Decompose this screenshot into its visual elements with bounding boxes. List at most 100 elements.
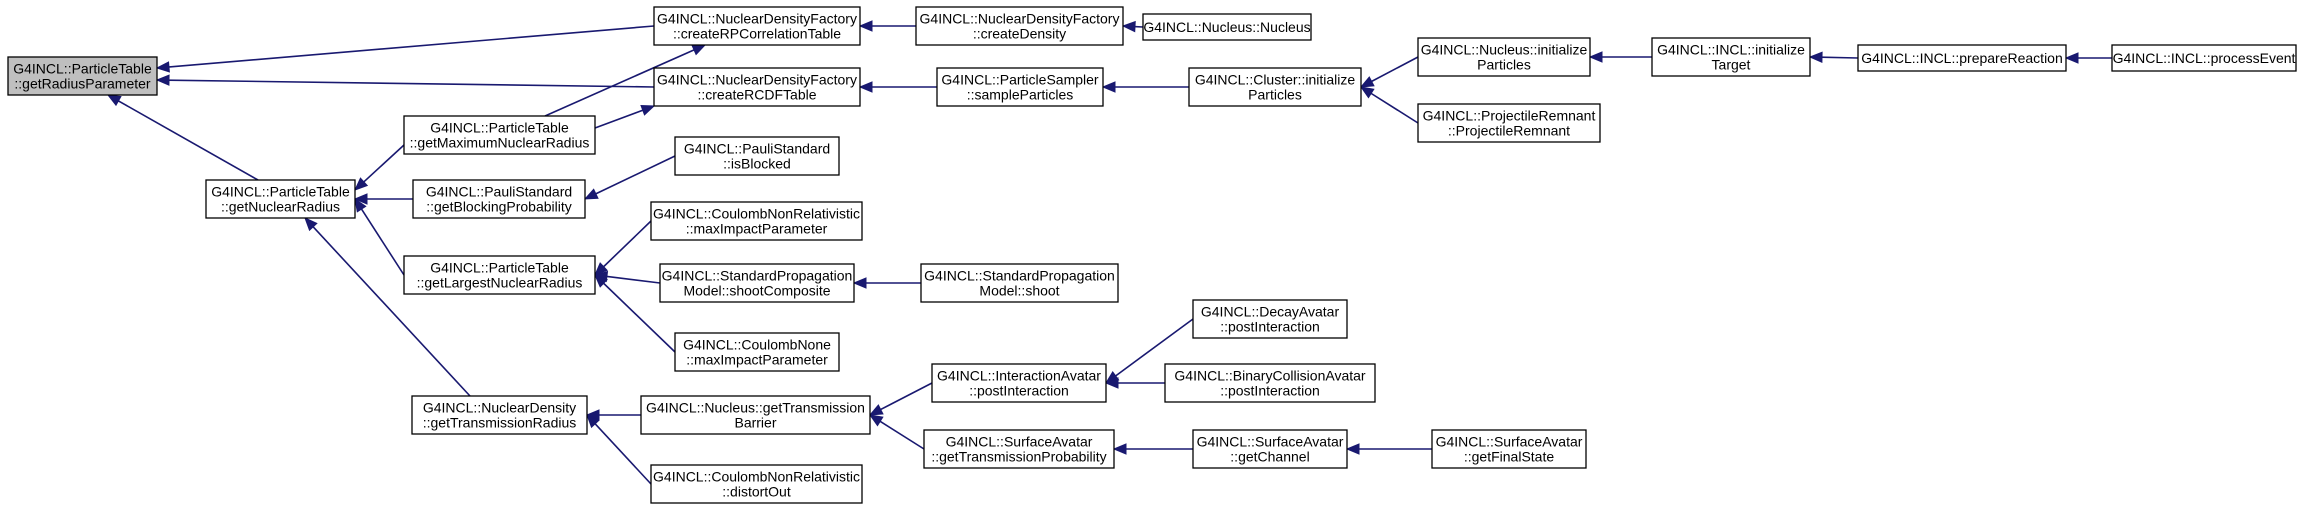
- node-label: ::sampleParticles: [967, 87, 1074, 103]
- node-box: [2111, 44, 2297, 72]
- node-label: G4INCL::Nucleus::Nucleus: [1143, 19, 1310, 35]
- node-label: G4INCL::BinaryCollisionAvatar: [1174, 368, 1365, 384]
- node-label: ::maxImpactParameter: [686, 221, 828, 237]
- arrowhead-icon: [583, 188, 599, 200]
- node-getBlockingProbability[interactable]: G4INCL::PauliStandard::getBlockingProbab…: [412, 179, 586, 219]
- node-getTransmissionProbability[interactable]: G4INCL::SurfaceAvatar::getTransmissionPr…: [923, 429, 1115, 469]
- node-getNuclearRadius[interactable]: G4INCL::ParticleTable::getNuclearRadius: [205, 179, 356, 219]
- edge-getLargestNuclearRadius-to-getNuclearRadius: [354, 197, 405, 276]
- arrowhead-icon: [586, 414, 600, 429]
- node-distortOut[interactable]: G4INCL::CoulombNonRelativistic::distortO…: [650, 464, 863, 504]
- node-box: [1417, 103, 1601, 143]
- node-projectileRemnant[interactable]: G4INCL::ProjectileRemnant::ProjectileRem…: [1417, 103, 1601, 143]
- edge-line: [1114, 318, 1194, 378]
- node-createDensity[interactable]: G4INCL::NuclearDensityFactory::createDen…: [915, 6, 1124, 46]
- node-box: [1857, 44, 2067, 72]
- node-label: ::maxImpactParameter: [686, 352, 828, 368]
- edge-line: [878, 420, 925, 450]
- node-createRCDFTable[interactable]: G4INCL::NuclearDensityFactory::createRCD…: [653, 67, 861, 107]
- node-box: [411, 395, 588, 435]
- node-label: G4INCL::ProjectileRemnant: [1423, 108, 1596, 124]
- node-label: G4INCL::Nucleus::getTransmission: [646, 400, 865, 416]
- node-box: [1188, 67, 1362, 107]
- arrowhead-icon: [858, 81, 873, 93]
- node-bcaPostInteraction[interactable]: G4INCL::BinaryCollisionAvatar::postInter…: [1164, 363, 1376, 403]
- node-label: G4INCL::ParticleTable: [211, 184, 350, 200]
- arrowhead-icon: [868, 414, 884, 427]
- node-isBlocked[interactable]: G4INCL::PauliStandard::isBlocked: [674, 136, 840, 176]
- node-label: ::ProjectileRemnant: [1448, 123, 1570, 139]
- node-root[interactable]: G4INCL::ParticleTable::getRadiusParamete…: [7, 56, 158, 96]
- node-box: [205, 179, 356, 219]
- node-getMaximumNuclearRadius[interactable]: G4INCL::ParticleTable::getMaximumNuclear…: [403, 115, 596, 155]
- node-label: G4INCL::ParticleSampler: [941, 72, 1099, 88]
- node-getChannel[interactable]: G4INCL::SurfaceAvatar::getChannel: [1192, 429, 1348, 469]
- arrowhead-icon: [106, 94, 122, 107]
- edge-getTransmissionProbability-to-getTransmissionBarrier: [868, 414, 925, 450]
- edge-cnrMaxImpact-to-getLargestNuclearRadius: [594, 220, 652, 276]
- node-label: ::getFinalState: [1464, 449, 1554, 465]
- node-label: G4INCL::CoulombNone: [683, 337, 831, 353]
- edge-line: [167, 25, 655, 68]
- arrowhead-icon: [594, 274, 608, 288]
- node-sampleParticles[interactable]: G4INCL::ParticleSampler::sampleParticles: [936, 67, 1104, 107]
- node-cnMaxImpact[interactable]: G4INCL::CoulombNone::maxImpactParameter: [674, 332, 840, 372]
- node-box: [1431, 429, 1587, 469]
- edge-shoot-to-shootComposite: [852, 277, 921, 289]
- node-label: G4INCL::SurfaceAvatar: [1436, 434, 1583, 450]
- edge-getFinalState-to-getChannel: [1345, 443, 1432, 455]
- arrowhead-icon: [640, 104, 656, 116]
- node-box: [412, 179, 586, 219]
- node-nucleusCtor[interactable]: G4INCL::Nucleus::Nucleus: [1142, 13, 1312, 41]
- edge-getMaximumNuclearRadius-to-createRCDFTable: [594, 104, 656, 129]
- node-label: ::postInteraction: [1220, 383, 1320, 399]
- edge-getBlockingProbability-to-getNuclearRadius: [353, 193, 413, 205]
- node-getFinalState[interactable]: G4INCL::SurfaceAvatar::getFinalState: [1431, 429, 1587, 469]
- node-box: [650, 464, 863, 504]
- edge-line: [602, 282, 676, 353]
- node-label: G4INCL::PauliStandard: [426, 184, 572, 200]
- node-label: ::distortOut: [722, 484, 791, 500]
- edge-line: [1820, 56, 1859, 59]
- edge-line: [311, 225, 471, 397]
- node-box: [931, 363, 1107, 403]
- node-processEvent[interactable]: G4INCL::INCL::processEvent: [2111, 44, 2297, 72]
- node-getLargestNuclearRadius[interactable]: G4INCL::ParticleTable::getLargestNuclear…: [403, 255, 596, 295]
- arrowhead-icon: [852, 277, 867, 289]
- node-box: [640, 395, 871, 435]
- node-iaPostInteraction[interactable]: G4INCL::InteractionAvatar::postInteracti…: [931, 363, 1107, 403]
- edge-createRPCorrelationTable-to-root: [155, 25, 655, 73]
- arrowhead-icon: [354, 197, 367, 213]
- node-box: [650, 201, 863, 241]
- edge-getMaximumNuclearRadius-to-getNuclearRadius: [354, 144, 405, 191]
- node-label: ::getMaximumNuclearRadius: [410, 135, 590, 151]
- node-box: [1651, 37, 1811, 77]
- node-label: ::getLargestNuclearRadius: [417, 275, 583, 291]
- node-label: G4INCL::INCL::processEvent: [2113, 50, 2296, 66]
- node-cnrMaxImpact[interactable]: G4INCL::CoulombNonRelativistic::maxImpac…: [650, 201, 863, 241]
- arrowhead-icon: [594, 262, 608, 276]
- arrowhead-icon: [354, 177, 369, 191]
- arrowhead-icon: [691, 44, 707, 56]
- edge-initTarget-to-nucleusInit: [1588, 51, 1652, 63]
- node-label: Particles: [1477, 57, 1531, 73]
- node-box: [659, 263, 855, 303]
- node-createRPCorrelationTable[interactable]: G4INCL::NuclearDensityFactory::createRPC…: [653, 6, 861, 46]
- node-prepareReaction[interactable]: G4INCL::INCL::prepareReaction: [1857, 44, 2067, 72]
- node-label: Model::shoot: [979, 283, 1059, 299]
- node-label: ::postInteraction: [969, 383, 1069, 399]
- edge-sampleParticles-to-createRCDFTable: [858, 81, 937, 93]
- node-shootComposite[interactable]: G4INCL::StandardPropagationModel::shootC…: [659, 263, 855, 303]
- node-box: [915, 6, 1124, 46]
- node-getTransmissionRadius[interactable]: G4INCL::NuclearDensity::getTransmissionR…: [411, 395, 588, 435]
- node-daPostInteraction[interactable]: G4INCL::DecayAvatar::postInteraction: [1192, 299, 1348, 339]
- node-label: G4INCL::INCL::initialize: [1657, 42, 1805, 58]
- arrowhead-icon: [304, 217, 318, 232]
- edge-createDensity-to-createRPCorrelationTable: [858, 20, 916, 32]
